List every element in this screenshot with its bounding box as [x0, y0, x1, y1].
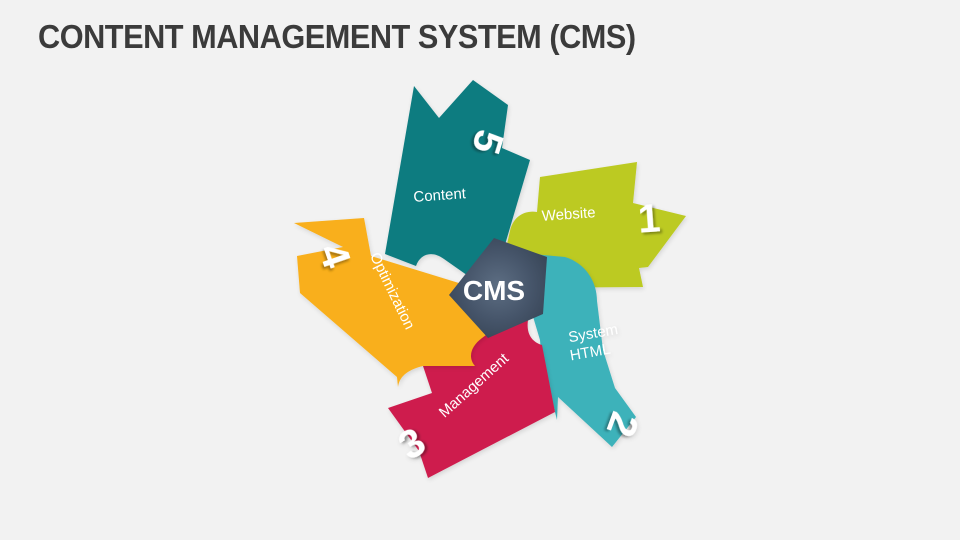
arrow-label-2-line2: HTML: [569, 341, 612, 365]
arrow-segment-4[interactable]: Optimization 4: [294, 218, 527, 387]
arrow-segment-3[interactable]: Management 3: [388, 284, 555, 478]
arrow-number-1: 1: [636, 196, 661, 241]
arrow-shape-3[interactable]: [388, 284, 555, 478]
hub-shape[interactable]: [449, 238, 547, 338]
hub-label: CMS: [463, 275, 525, 306]
arrow-shape-2[interactable]: [519, 253, 636, 447]
hub-pentagon[interactable]: CMS: [449, 238, 547, 338]
arrow-label-5: Content: [413, 185, 467, 206]
page-title: CONTENT MANAGEMENT SYSTEM (CMS): [38, 18, 636, 55]
arrow-shape-4[interactable]: [294, 218, 527, 387]
arrow-label-1: Website: [541, 204, 596, 225]
